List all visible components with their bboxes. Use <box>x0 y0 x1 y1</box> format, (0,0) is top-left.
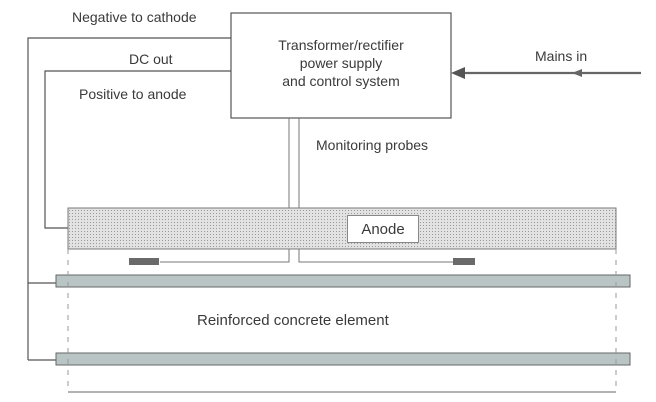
label-dc-out: DC out <box>129 51 173 67</box>
power-unit-line-3: and control system <box>282 73 400 89</box>
anode-wire <box>44 70 231 229</box>
anode-layer <box>67 207 617 250</box>
power-unit-line-1: Transformer/rectifier <box>278 37 404 53</box>
mains-arrow-mid <box>572 69 582 77</box>
cathode-wire <box>27 37 231 284</box>
power-unit-line-2: power supply <box>299 55 383 71</box>
label-mains-in: Mains in <box>535 48 588 64</box>
label-reinforced-concrete-element: Reinforced concrete element <box>197 312 389 329</box>
probe-cable-right <box>298 118 455 263</box>
label-monitoring-probes: Monitoring probes <box>316 137 429 153</box>
power-unit-box <box>230 12 452 119</box>
label-negative-to-cathode: Negative to cathode <box>72 9 197 25</box>
mains-arrow-head <box>451 67 465 79</box>
anode-label: Anode <box>347 215 419 243</box>
probe-left <box>129 258 159 265</box>
rebar-bottom <box>55 352 631 366</box>
label-positive-to-anode: Positive to anode <box>79 86 187 102</box>
rebar-top <box>55 274 631 288</box>
power-unit-text: Transformer/rectifier power supply and c… <box>232 36 450 90</box>
probe-cable-left <box>160 118 290 263</box>
probe-right <box>453 258 475 265</box>
